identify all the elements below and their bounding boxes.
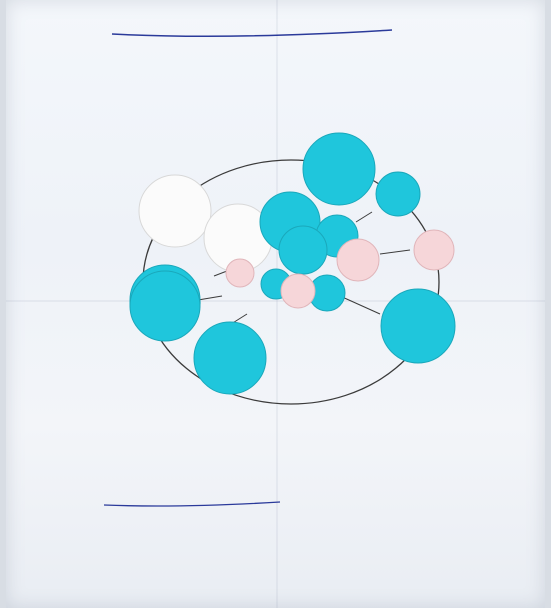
node-circle — [138, 174, 212, 248]
node-circle — [336, 238, 380, 282]
connector-line — [339, 295, 381, 315]
chart-paper — [6, 0, 545, 608]
node-circle — [129, 264, 201, 342]
node-circle — [280, 273, 316, 309]
node-circle — [193, 321, 267, 395]
connector-line — [379, 249, 411, 255]
connector-line — [355, 211, 373, 223]
node-circle — [225, 258, 255, 288]
node-circle — [302, 132, 376, 206]
signature-underline — [103, 501, 281, 507]
node-circle — [375, 171, 421, 217]
node-circle — [380, 288, 456, 364]
connector-line — [197, 295, 223, 301]
node-circle — [413, 229, 455, 271]
node-circle — [278, 225, 328, 275]
title-underline — [111, 29, 393, 37]
